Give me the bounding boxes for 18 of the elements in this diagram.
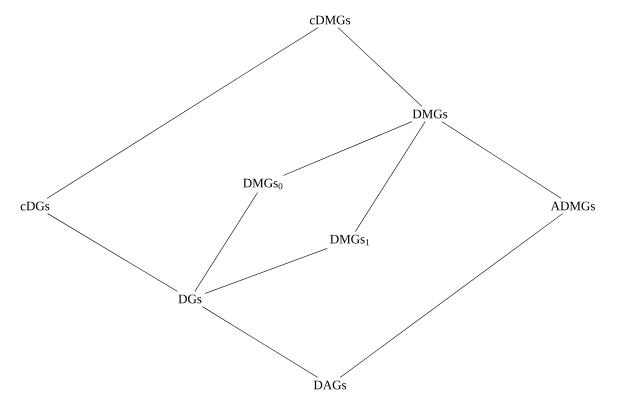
node-label: ADMGs: [550, 202, 595, 210]
edge-line: [47, 213, 178, 292]
edge-line: [441, 121, 562, 199]
edge-line: [204, 248, 328, 294]
node-label: DGs: [178, 294, 202, 304]
edge-line: [338, 27, 422, 107]
edge-line: [340, 213, 564, 378]
edge-line: [46, 27, 318, 199]
node-label: DAGs: [314, 380, 346, 390]
node-label: DMGs: [412, 110, 448, 118]
edge-line: [283, 121, 412, 176]
edge-line: [194, 192, 258, 292]
node-label: cDGs: [20, 202, 50, 210]
node-label: DMGs$_{0}$: [243, 178, 282, 190]
node-label: cDMGs: [310, 16, 350, 24]
edge-line: [355, 121, 426, 232]
node-label: DMGs$_{1}$: [330, 234, 370, 246]
edge-line: [202, 306, 318, 378]
